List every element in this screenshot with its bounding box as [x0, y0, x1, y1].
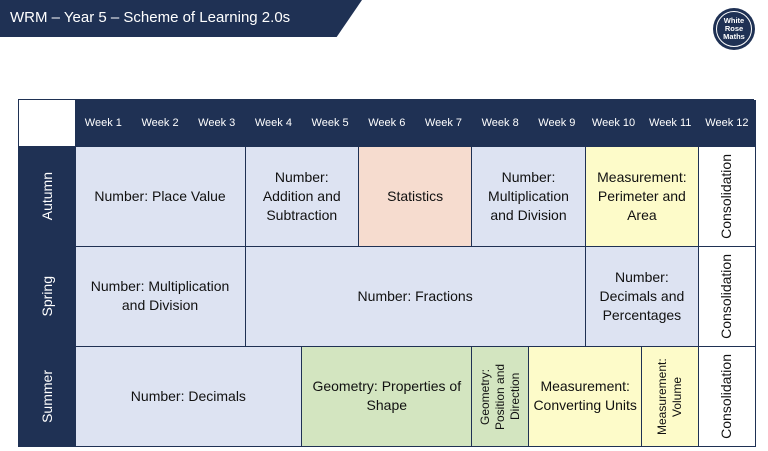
week-header: Week 9: [528, 99, 586, 147]
term-label-summer: Summer: [18, 345, 76, 447]
unit-consolidation: Consolidation: [698, 345, 756, 447]
logo-text-line3: Maths: [723, 32, 745, 41]
page-title: WRM – Year 5 – Scheme of Learning 2.0s: [10, 9, 291, 26]
unit-converting-units: Measurement: Converting Units: [528, 345, 643, 447]
unit-decimals-percentages: Number: Decimals and Percentages: [584, 245, 700, 347]
unit-consolidation: Consolidation: [698, 245, 756, 347]
week-header: Week 2: [131, 99, 189, 147]
week-header: Week 6: [357, 99, 416, 147]
unit-decimals: Number: Decimals: [74, 345, 303, 447]
unit-fractions: Number: Fractions: [244, 245, 586, 347]
term-name: Autumn: [38, 171, 55, 221]
position-direction-label: Geometry: Position and Direction: [477, 362, 522, 430]
term-label-spring: Spring: [18, 245, 76, 347]
consolidation-label: Consolidation: [718, 253, 735, 339]
term-name: Summer: [38, 369, 55, 423]
white-rose-maths-logo: White Rose Maths: [713, 8, 755, 50]
unit-place-value: Number: Place Value: [74, 145, 246, 247]
logo-text-line2: Rose: [724, 24, 744, 33]
week-header: Week 11: [641, 99, 700, 147]
unit-multiplication-division: Number: Multiplication and Division: [471, 145, 586, 247]
week-header: Week 10: [584, 99, 643, 147]
consolidation-label: Consolidation: [718, 353, 735, 439]
week-header: Week 4: [244, 99, 303, 147]
week-header: Week 1: [74, 99, 133, 147]
week-header: Week 7: [414, 99, 473, 147]
logo-text-line1: White: [723, 16, 745, 25]
table-corner: [18, 99, 76, 147]
logo-badge: White Rose Maths: [716, 11, 752, 47]
unit-perimeter-area: Measurement: Perimeter and Area: [584, 145, 700, 247]
unit-volume: Measurement: Volume: [641, 345, 700, 447]
unit-addition-subtraction: Number: Addition and Subtraction: [244, 145, 359, 247]
volume-label: Measurement: Volume: [655, 357, 685, 435]
week-header: Week 8: [471, 99, 529, 147]
term-name: Spring: [38, 275, 55, 317]
unit-multiplication-division: Number: Multiplication and Division: [74, 245, 246, 347]
unit-consolidation: Consolidation: [698, 145, 756, 247]
unit-statistics: Statistics: [357, 145, 473, 247]
week-header: Week 5: [301, 99, 359, 147]
unit-properties-of-shape: Geometry: Properties of Shape: [301, 345, 473, 447]
scheme-of-learning-table: Week 1 Week 2 Week 3 Week 4 Week 5 Week …: [18, 99, 756, 447]
week-header: Week 12: [698, 99, 756, 147]
term-label-autumn: Autumn: [18, 145, 76, 247]
title-banner: [0, 0, 362, 37]
unit-position-direction: Geometry: Position and Direction: [471, 345, 529, 447]
week-header: Week 3: [187, 99, 246, 147]
consolidation-label: Consolidation: [718, 153, 735, 239]
